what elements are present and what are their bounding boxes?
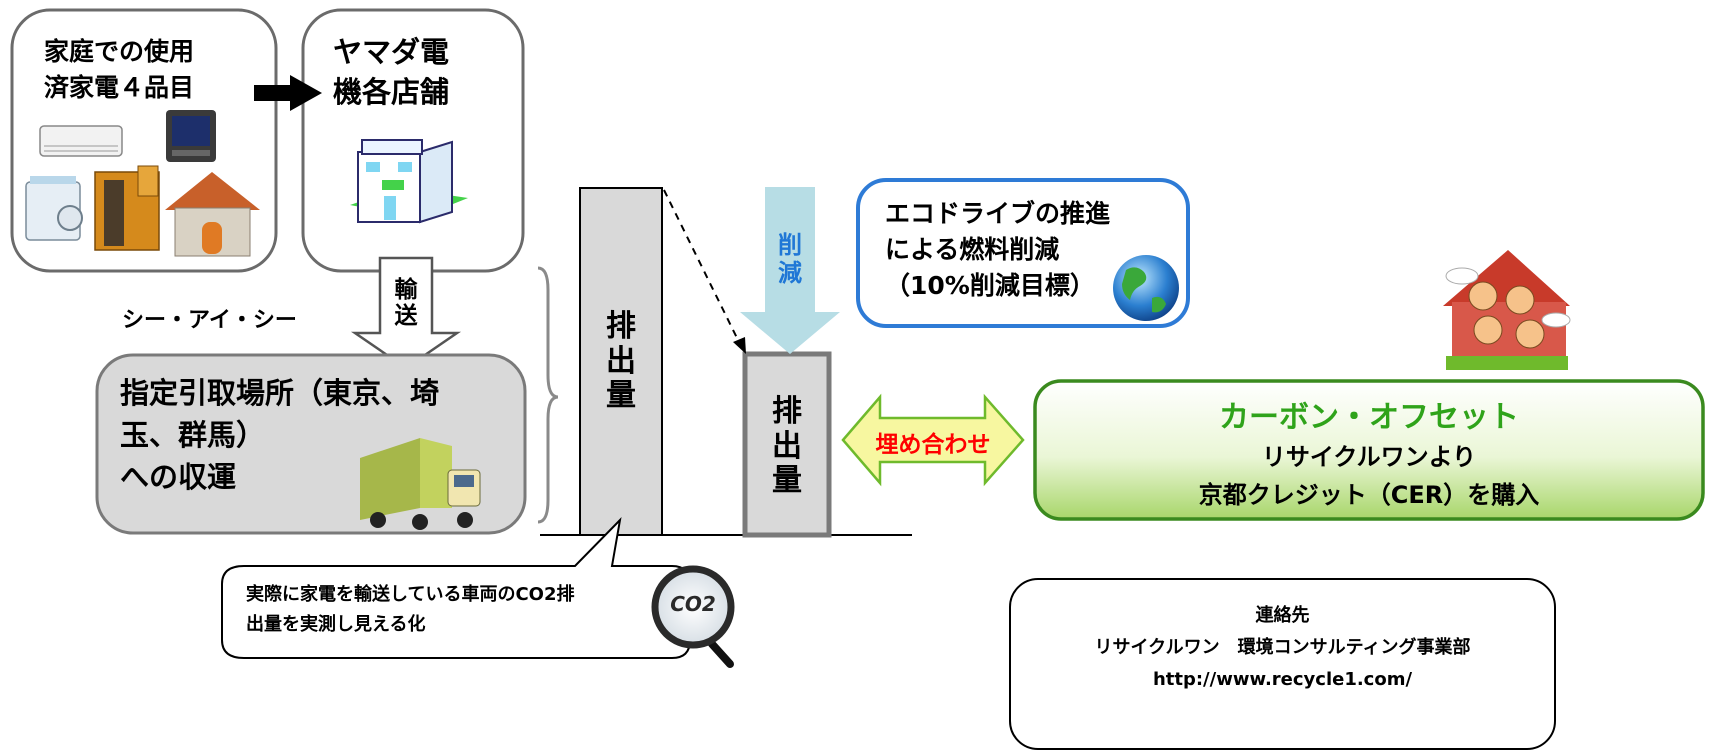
dashed-arrow <box>663 189 739 341</box>
earth-globe-icon <box>1113 255 1179 321</box>
co2-icon-label: CO2 <box>670 592 716 616</box>
bar-before-label: 排 出 量 <box>580 309 662 414</box>
air-conditioner-icon <box>39 125 123 157</box>
household-title-line2: 済家電４品目 <box>44 73 195 102</box>
ecodrive-text: エコドライブの推進 による燃料削減 （10%削減目標） <box>885 196 1110 304</box>
ecodrive-line3: （10%削減目標） <box>885 271 1095 300</box>
ecodrive-line1: エコドライブの推進 <box>885 199 1111 228</box>
television-icon <box>166 110 216 162</box>
callout-line2: 出量を実測し見える化 <box>246 614 426 635</box>
bar-after-char: 排 <box>772 394 802 429</box>
store-title-line1: ヤマダ電 <box>333 35 450 69</box>
emission-bar-after <box>742 351 832 538</box>
transport-company: シー・アイ・シー <box>122 308 297 333</box>
store-title-line2: 機各店舗 <box>333 75 450 109</box>
bar-after-char: 量 <box>772 463 802 498</box>
family-house-icon <box>1443 250 1571 370</box>
reduction-label: 削 減 <box>765 231 815 287</box>
bar-before-char: 量 <box>606 378 636 413</box>
refrigerator-icon <box>94 165 160 251</box>
store-building-icon <box>350 139 468 224</box>
offset-arrow-label: 埋め合わせ <box>875 432 991 458</box>
carbon-offset-line2: リサイクルワンより <box>1261 443 1477 471</box>
transport-down-arrow <box>350 256 462 370</box>
collection-line3: への収運 <box>120 460 237 494</box>
ecodrive-line2: による燃料削減 <box>885 235 1060 264</box>
washing-machine-icon <box>25 176 83 241</box>
contact-text: 連絡先 リサイクルワン 環境コンサルティング事業部 http://www.rec… <box>1010 600 1555 696</box>
contact-org: リサイクルワン 環境コンサルティング事業部 <box>1094 637 1471 658</box>
household-title-line1: 家庭での使用 <box>44 37 195 66</box>
contact-box <box>1009 578 1556 750</box>
reduction-char: 削 <box>778 231 802 259</box>
reduction-char: 減 <box>778 258 802 287</box>
reduction-arrow <box>740 187 840 354</box>
transport-label: 輸 送 <box>388 277 424 330</box>
household-title: 家庭での使用 済家電４品目 <box>44 34 194 106</box>
transport-label-char: 輸 <box>394 277 418 303</box>
bar-before-char: 出 <box>606 343 636 379</box>
house-icon <box>165 172 260 257</box>
carbon-offset-box <box>1033 379 1705 521</box>
carbon-offset-line3: 京都クレジット（CER）を購入 <box>1198 481 1540 509</box>
bar-after-label: 排 出 量 <box>745 394 829 499</box>
contact-label: 連絡先 <box>1255 605 1310 626</box>
collection-text: 指定引取場所（東京、埼 玉、群馬） への収運 <box>120 372 439 498</box>
store-title: ヤマダ電 機各店舗 <box>333 32 449 112</box>
brace-shape <box>537 266 559 524</box>
offset-double-arrow <box>841 393 1025 487</box>
contact-url[interactable]: http://www.recycle1.com/ <box>1152 669 1413 690</box>
carbon-offset-title: カーボン・オフセット <box>1219 400 1519 435</box>
bar-after-char: 出 <box>772 428 802 464</box>
transport-label-char: 送 <box>394 303 418 330</box>
callout-line1: 実際に家電を輸送している車両のCO2排 <box>246 584 575 605</box>
emission-bar-before <box>579 187 663 536</box>
bar-before-char: 排 <box>606 309 636 344</box>
flow-arrow-icon <box>254 75 322 111</box>
carbon-offset-text: カーボン・オフセット リサイクルワンより 京都クレジット（CER）を購入 <box>1035 398 1703 514</box>
truck-icon <box>360 438 481 530</box>
ecodrive-box <box>856 178 1190 328</box>
collection-line1: 指定引取場所（東京、埼 <box>120 376 440 410</box>
callout-text: 実際に家電を輸送している車両のCO2排 出量を実測し見える化 <box>246 580 575 640</box>
collection-line2: 玉、群馬） <box>120 418 266 452</box>
co2-magnifier-icon <box>651 565 735 668</box>
